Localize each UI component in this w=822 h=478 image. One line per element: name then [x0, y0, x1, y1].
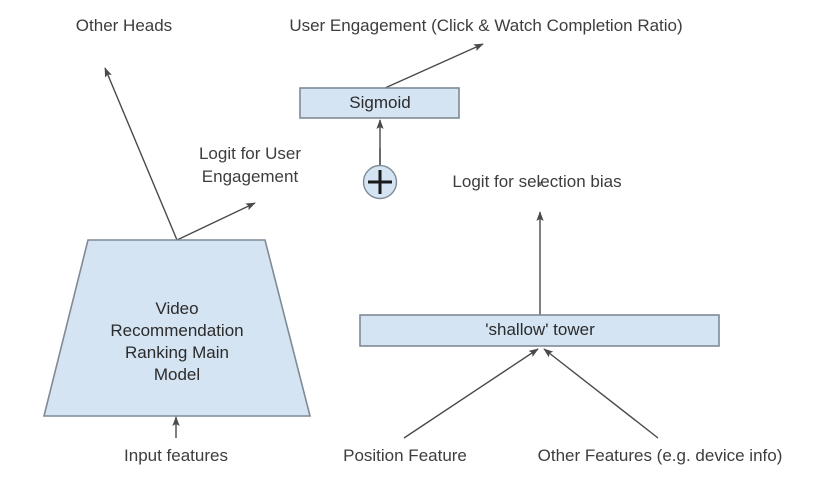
main-model-trapezoid[interactable] [42, 239, 312, 417]
arrow-sigmoid-to-user-engagement [384, 43, 484, 89]
label-input-features: Input features [124, 446, 228, 465]
label-position-feature: Position Feature [343, 446, 467, 465]
label-other-features: Other Features (e.g. device info) [537, 446, 783, 465]
shallow-tower-box[interactable] [359, 314, 720, 347]
label-other-heads: Other Heads [75, 16, 173, 35]
arrow-other-features-to-shallow-tower [543, 348, 659, 439]
label-logit-for-user-engagement: Logit for User Engagement [198, 144, 302, 186]
arrow-position-feature-to-shallow-tower [403, 348, 539, 439]
arrow-main-model-to-logit-user-engagement [176, 202, 256, 241]
label-user-engagement-title: User Engagement (Click & Watch Completio… [289, 16, 683, 35]
arrow-main-model-to-other-heads [104, 67, 178, 241]
label-logit-for-selection-bias: Logit for selection bias [452, 172, 622, 191]
sigmoid-box[interactable] [299, 87, 460, 119]
